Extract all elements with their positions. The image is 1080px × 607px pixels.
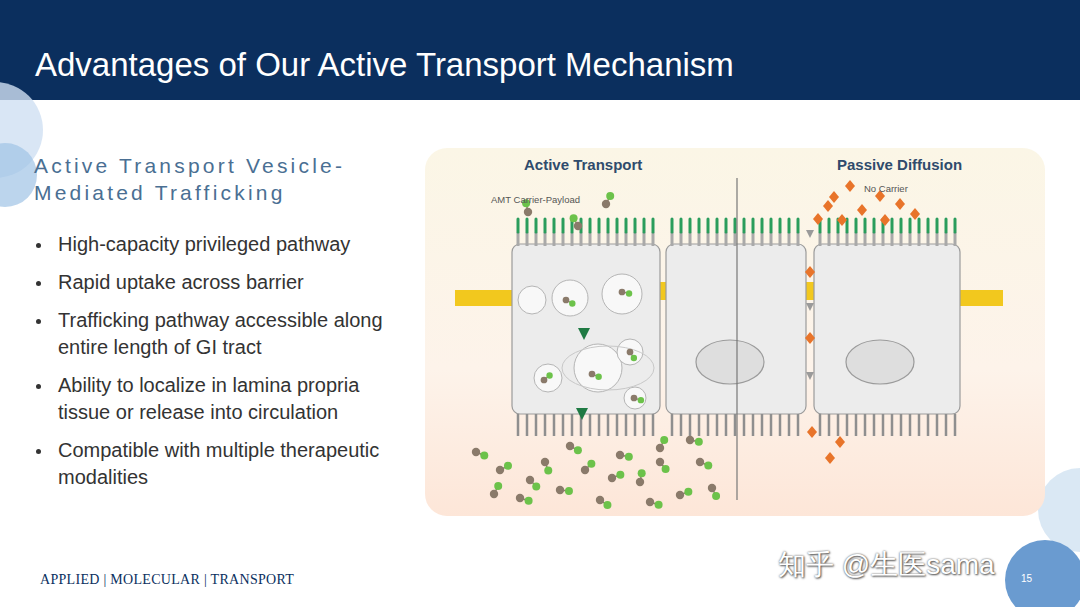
watermark: 知乎 @生医sama (778, 546, 1068, 584)
slide-title: Advantages of Our Active Transport Mecha… (35, 43, 1035, 88)
epithelial-cells (512, 244, 960, 414)
panel-heading: Active Transport (524, 155, 704, 175)
divider-line (736, 178, 737, 500)
header-bar (0, 0, 1080, 100)
junction-band (455, 290, 513, 306)
deco-circle (0, 143, 37, 207)
bullet-item: Trafficking pathway accessible along ent… (58, 307, 403, 361)
junction-band (958, 290, 1003, 306)
bullet-dot (36, 319, 41, 324)
carrier-payload-molecules (472, 192, 720, 509)
section-heading: Active Transport Vesicle-Mediated Traffi… (34, 152, 404, 207)
bullet-item: Ability to localize in lamina propria ti… (58, 372, 403, 426)
bullet-item: Compatible with multiple therapeutic mod… (58, 437, 403, 491)
footer-logo: APPLIED | MOLECULAR | TRANSPORT (40, 571, 360, 590)
page-number: 15 (1021, 572, 1045, 586)
payload-diamonds (805, 180, 920, 464)
illustration-panel (425, 148, 1045, 516)
transport-arrows (576, 328, 590, 420)
bullet-dot (36, 384, 41, 389)
deco-circle (1005, 540, 1080, 607)
illustration-label: No Carrier (864, 183, 964, 196)
bullet-dot (36, 243, 41, 248)
junction-band (806, 282, 814, 300)
illustration-label: AMT Carrier-Payload (491, 194, 631, 207)
bullet-dot (36, 449, 41, 454)
bullet-item: High-capacity privileged pathway (58, 231, 403, 258)
bullet-dot (36, 281, 41, 286)
panel-heading: Passive Diffusion (837, 155, 1017, 175)
bullet-item: Rapid uptake across barrier (58, 269, 403, 296)
vesicles (518, 274, 654, 409)
diffusion-arrows (806, 230, 814, 380)
